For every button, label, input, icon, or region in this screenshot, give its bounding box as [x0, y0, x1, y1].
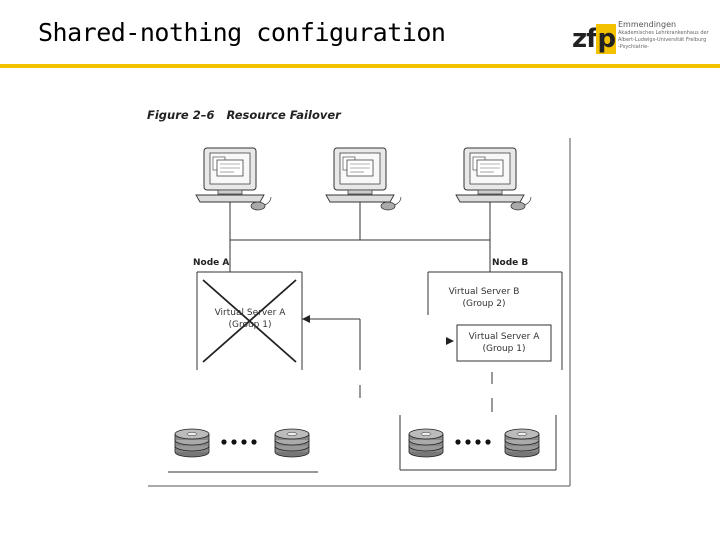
figure-caption: Figure 2–6 Resource Failover	[147, 108, 353, 122]
ellipsis-dot	[221, 439, 227, 445]
workstation-client-2	[325, 147, 402, 211]
ellipsis-dot	[251, 439, 257, 445]
logo-mark-zf: zf	[572, 24, 597, 54]
logo-name: Emmendingen	[618, 20, 677, 29]
slide-title: Shared-nothing configuration	[38, 18, 446, 47]
virtual-server-a-moved: Virtual Server A (Group 1)	[457, 331, 551, 355]
logo-line-3: -Psychiatrie-	[618, 44, 649, 50]
disk-a-1	[174, 428, 210, 458]
zfp-logo: zfp Emmendingen Akademisches Lehrkranken…	[572, 20, 712, 60]
workstation-client-1	[195, 147, 272, 211]
vs-a-failed-name: Virtual Server A	[214, 308, 286, 318]
node-a-box	[196, 271, 303, 370]
vs-a-moved-name: Virtual Server A	[468, 332, 540, 342]
ellipsis-dot	[241, 439, 247, 445]
storage-node-b	[399, 415, 557, 471]
ellipsis-dot	[455, 439, 461, 445]
node-b-label: Node B	[492, 258, 529, 268]
title-underline-bar	[0, 64, 720, 68]
virtual-server-a-failed: Virtual Server A (Group 1)	[200, 307, 300, 331]
workstation-client-3	[455, 147, 532, 211]
disk-a-2	[274, 428, 310, 458]
failover-arrowhead-left	[302, 315, 310, 323]
logo-line-1: Akademisches Lehrkrankenhaus der	[618, 30, 709, 36]
figure-number: Figure 2–6	[147, 108, 215, 122]
logo-text: Emmendingen Akademisches Lehrkrankenhaus…	[618, 20, 712, 51]
vs-a-failed-group: (Group 1)	[228, 320, 272, 330]
ellipsis-dot	[465, 439, 471, 445]
storage-link-stubs	[359, 372, 493, 412]
node-a-label: Node A	[193, 258, 230, 268]
logo-line-2: Albert-Ludwigs-Universität Freiburg	[618, 37, 707, 43]
vs-b-group: (Group 2)	[462, 299, 506, 309]
logo-mark-p: p	[596, 24, 617, 54]
logo-mark: zfp	[572, 24, 617, 54]
virtual-server-a-moved-box	[456, 324, 552, 362]
vs-b-name: Virtual Server B	[448, 287, 520, 297]
vs-a-moved-group: (Group 1)	[482, 344, 526, 354]
figure-title: Resource Failover	[226, 108, 341, 122]
node-b-box	[427, 271, 563, 370]
failed-cross	[202, 279, 297, 363]
disk-b-1	[408, 428, 444, 458]
storage-node-a	[168, 428, 318, 473]
ellipsis-dot	[485, 439, 491, 445]
ellipsis-dot	[475, 439, 481, 445]
failover-arrowhead-right	[446, 337, 454, 345]
disk-b-2	[504, 428, 540, 458]
failover-arrow	[302, 318, 361, 370]
virtual-server-b: Virtual Server B (Group 2)	[434, 286, 534, 310]
ellipsis-dot	[231, 439, 237, 445]
network-lines	[229, 202, 491, 272]
